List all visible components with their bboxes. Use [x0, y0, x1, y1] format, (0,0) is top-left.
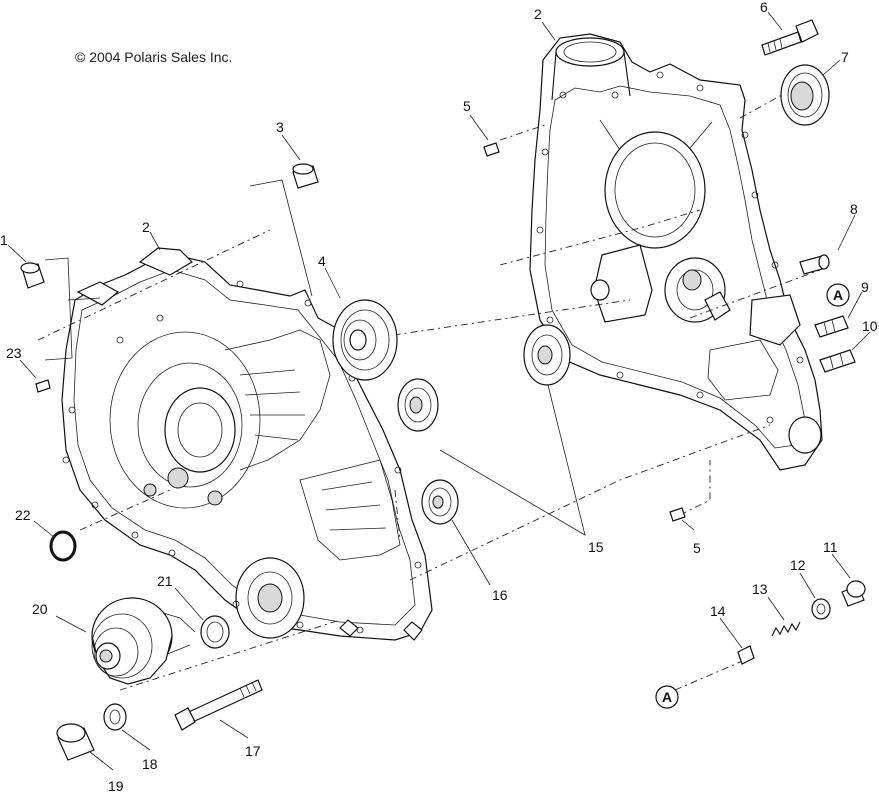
reference-mark-a-lower-label: A — [662, 689, 672, 705]
right-crankcase-half — [529, 33, 823, 471]
callout-20: 20 — [32, 601, 48, 617]
callout-13: 13 — [752, 581, 768, 597]
part-5-pin-bottom — [669, 507, 686, 522]
part-15-bearing-lower — [523, 324, 571, 386]
callout-15: 15 — [588, 539, 604, 555]
part-4-bearing — [332, 299, 398, 381]
callout-6: 6 — [760, 0, 768, 15]
part-14-plunger — [737, 645, 755, 665]
part-1-bushing — [20, 262, 45, 289]
callout-22: 22 — [15, 507, 31, 523]
callout-16: 16 — [492, 587, 508, 603]
callout-4: 4 — [318, 253, 326, 269]
callout-18: 18 — [142, 756, 158, 772]
callout-8: 8 — [850, 201, 858, 217]
callout-17: 17 — [245, 743, 261, 759]
reference-mark-a-upper: A — [826, 283, 850, 307]
callout-10: 10 — [862, 318, 878, 334]
callout-11: 11 — [823, 539, 838, 555]
callout-12: 12 — [790, 557, 806, 573]
callout-7: 7 — [841, 49, 849, 65]
callout-1: 1 — [0, 232, 8, 248]
part-20-clutch-drum — [91, 597, 173, 685]
callout-3: 3 — [276, 119, 284, 135]
part-21-seal — [200, 615, 230, 649]
part-22-o-ring — [49, 530, 77, 562]
callout-14: 14 — [710, 603, 726, 619]
callout-21: 21 — [157, 573, 173, 589]
part-11-plug — [841, 580, 866, 607]
callout-5-top: 5 — [463, 98, 471, 114]
part-10-fitting — [819, 349, 856, 373]
part-16-bearing — [421, 479, 459, 525]
part-7-seal — [780, 64, 830, 126]
part-18-washer — [103, 703, 127, 731]
reference-mark-a-lower: A — [655, 685, 679, 709]
callout-19: 19 — [108, 778, 124, 794]
part-13-spring — [771, 621, 801, 637]
callout-23: 23 — [6, 345, 22, 361]
part-5-pin-top — [483, 142, 500, 157]
callout-9: 9 — [861, 279, 869, 295]
part-8-dowel — [799, 254, 830, 275]
part-3-dowel — [292, 163, 319, 189]
part-9-fitting — [814, 315, 849, 338]
callout-5-bottom: 5 — [693, 540, 701, 556]
copyright-notice: © 2004 Polaris Sales Inc. — [75, 49, 232, 65]
callout-2-left: 2 — [142, 219, 150, 235]
part-6-bolt — [761, 19, 819, 56]
part-12-washer — [811, 598, 831, 620]
reference-mark-a-upper-label: A — [833, 287, 843, 303]
part-23-pin — [35, 379, 51, 393]
callout-2-right: 2 — [534, 6, 542, 22]
part-15-bearing-upper — [397, 378, 439, 432]
part-17-bolt — [174, 679, 263, 731]
callout-leaders — [7, 11, 871, 771]
part-19-drain-plug — [56, 723, 95, 761]
